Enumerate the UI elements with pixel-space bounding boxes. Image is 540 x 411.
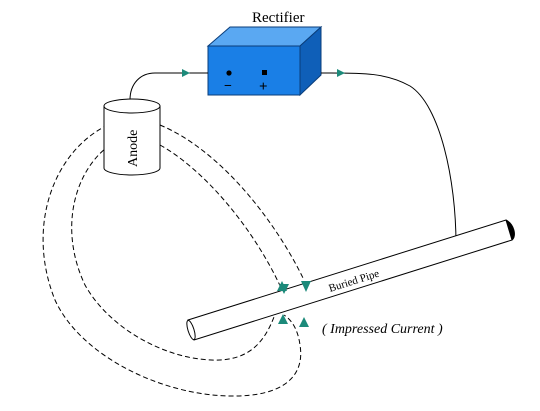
anode-label: Anode xyxy=(126,130,141,167)
anode-body xyxy=(103,106,161,176)
pipe-far-end xyxy=(505,219,515,241)
impressed-current-label: ( Impressed Current ) xyxy=(322,322,443,337)
anode: Anode xyxy=(103,98,161,176)
rectifier-front-face xyxy=(207,45,301,96)
buried-pipe: Buried Pipe xyxy=(186,219,515,341)
outer-current-arrow xyxy=(301,281,311,292)
lower-current-arrow xyxy=(299,317,309,327)
outer-current-loop xyxy=(42,124,302,397)
inner-loop-to-pipe xyxy=(159,144,283,291)
pipe-wire-arrow xyxy=(337,69,345,77)
anode-top xyxy=(103,98,161,114)
inner-current-loop xyxy=(71,144,283,361)
positive-terminal-dot xyxy=(262,70,267,75)
negative-terminal-sign: − xyxy=(224,79,232,94)
pipe-near-end xyxy=(186,319,196,341)
rectifier-label: Rectifier xyxy=(252,10,304,26)
upper-current-arrow xyxy=(279,284,289,294)
pipe-wire xyxy=(320,72,457,245)
loop-return-arrow xyxy=(278,314,288,324)
outer-loop-to-pipe xyxy=(159,124,305,281)
current-flow-loops xyxy=(42,124,305,397)
negative-terminal-dot xyxy=(226,70,232,76)
rectifier-box: − + xyxy=(206,25,323,97)
anode-wire-arrow xyxy=(182,69,190,77)
positive-terminal-sign: + xyxy=(259,79,268,95)
anode-wire xyxy=(129,72,208,101)
